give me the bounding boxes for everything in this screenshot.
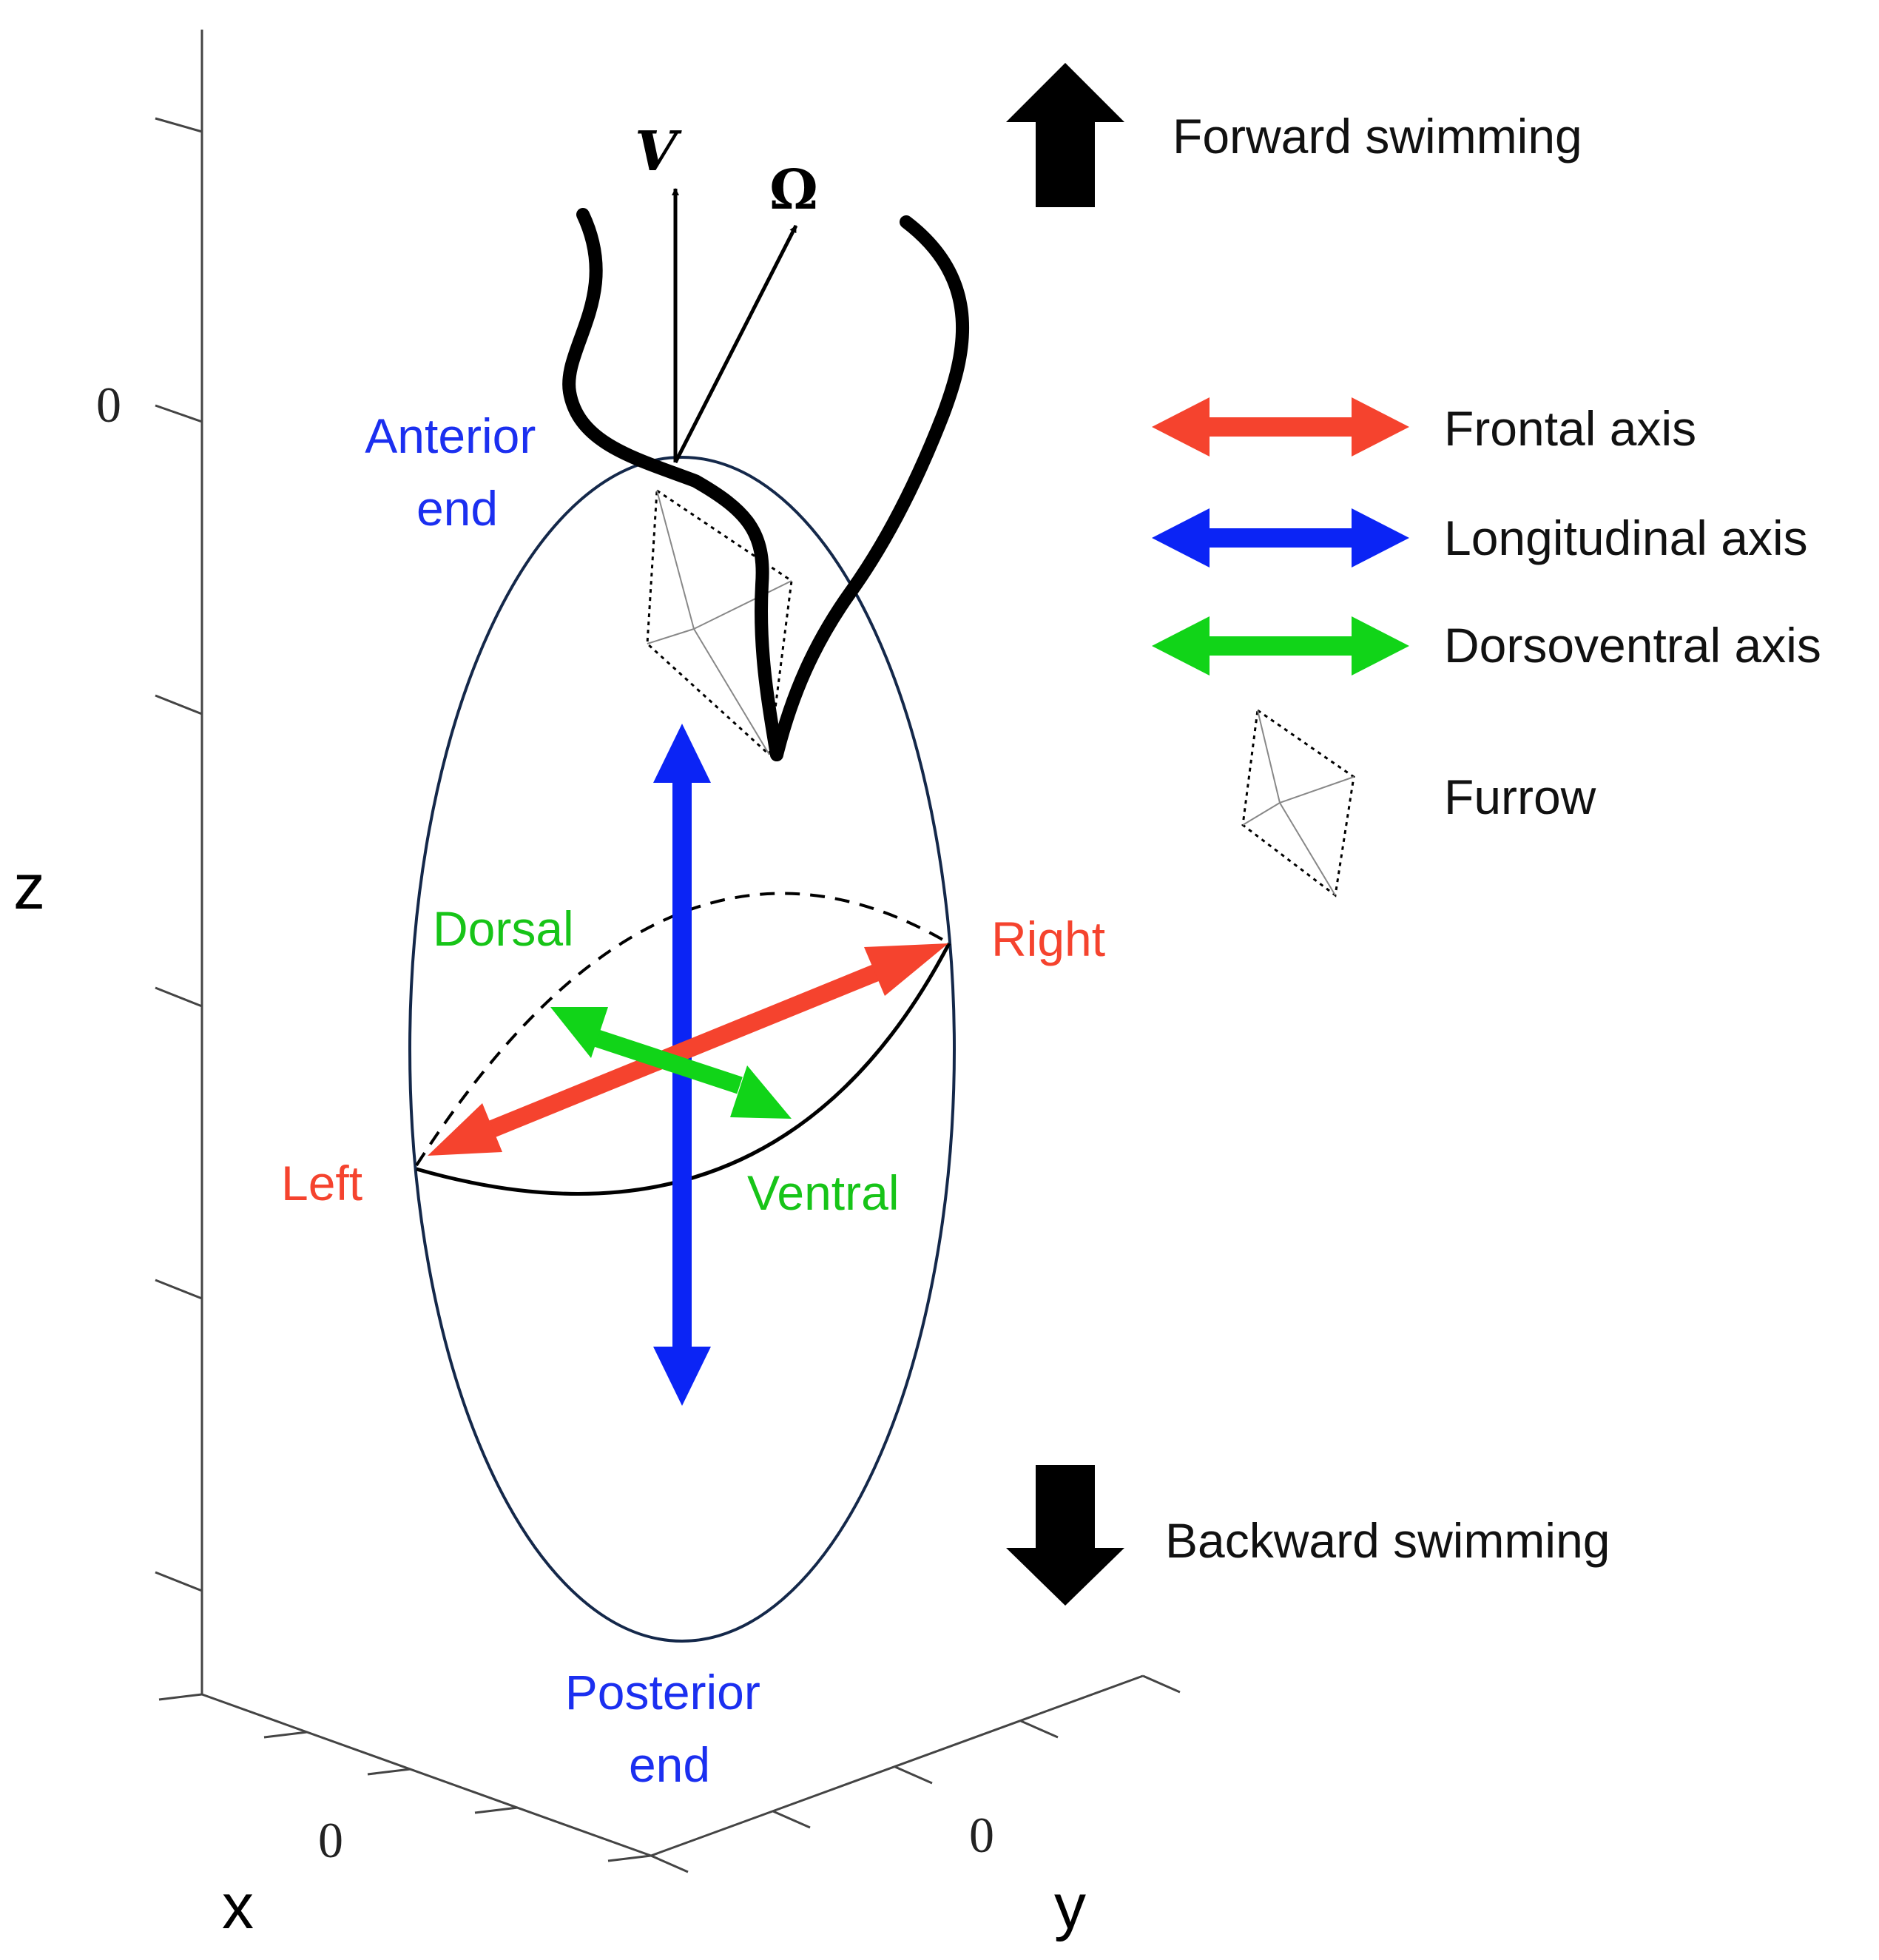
velocity-symbol: V (635, 120, 682, 183)
frontal-axis-arrow (428, 943, 948, 1156)
forward-swimming-arrow-icon (1006, 63, 1124, 207)
forward-swimming-label: Forward swimming (1173, 109, 1582, 164)
z-tick-zero: 0 (96, 377, 121, 433)
legend-frontal-arrow (1152, 397, 1409, 457)
cell-body-outline (408, 456, 956, 1643)
angular-velocity-symbol: Ω (769, 158, 818, 222)
y-axis-label: y (1054, 1871, 1086, 1942)
legend-longitudinal-arrow (1152, 508, 1409, 568)
posterior-end-label: Posterior end (565, 1665, 774, 1792)
z-axis-label: z (13, 852, 45, 923)
x-axis-label: x (222, 1871, 254, 1942)
left-label: Left (281, 1156, 362, 1210)
legend: Frontal axis Longitudinal axis Dorsovent… (1152, 397, 1821, 898)
flagellum-right (770, 215, 970, 761)
legend-frontal-label: Frontal axis (1444, 401, 1696, 456)
backward-swimming-label: Backward swimming (1165, 1513, 1610, 1568)
equator-front (416, 942, 951, 1196)
backward-swimming-arrow-icon (1006, 1465, 1124, 1606)
x-axis (158, 1693, 652, 1862)
legend-dorsoventral-arrow (1152, 616, 1409, 676)
dorsal-label: Dorsal (433, 901, 574, 956)
dorsoventral-axis-arrow (550, 1007, 792, 1119)
angular-velocity-vector (673, 224, 798, 464)
legend-dorsoventral-label: Dorsoventral axis (1444, 618, 1821, 673)
y-axis (650, 1674, 1181, 1873)
furrow-icon (1241, 708, 1355, 898)
legend-furrow-label: Furrow (1444, 769, 1596, 824)
z-axis (155, 30, 203, 1694)
flagellum-left (562, 208, 783, 761)
y-tick-zero: 0 (969, 1807, 994, 1863)
anterior-end-label: Anterior end (365, 408, 549, 536)
ventral-label: Ventral (747, 1165, 899, 1220)
x-tick-zero: 0 (318, 1812, 343, 1868)
right-label: Right (991, 912, 1105, 966)
legend-longitudinal-label: Longitudinal axis (1444, 511, 1808, 565)
